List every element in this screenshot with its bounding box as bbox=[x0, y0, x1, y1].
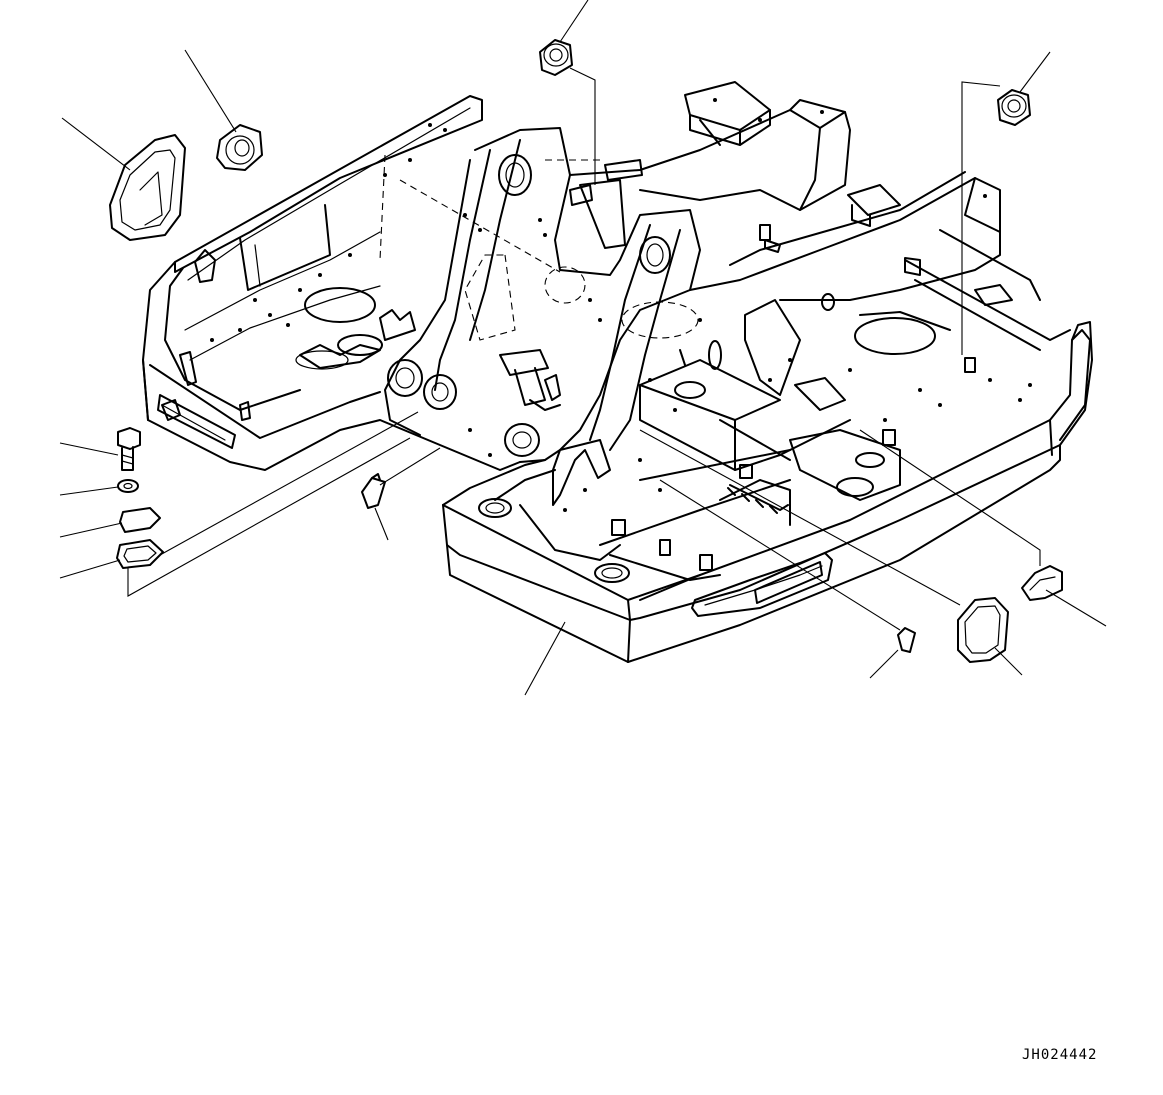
counterweight-frame bbox=[443, 322, 1092, 662]
grommet-right-lower bbox=[640, 430, 1022, 675]
cover-plate bbox=[60, 508, 160, 537]
clip-left bbox=[362, 448, 440, 540]
washer bbox=[60, 480, 138, 495]
counterweight-leader bbox=[525, 622, 565, 695]
cap-right bbox=[860, 430, 1106, 626]
grommet-left-rear bbox=[62, 118, 185, 240]
grommet-left-upper bbox=[185, 50, 262, 170]
revolving-frame bbox=[143, 82, 1070, 580]
plug-top-right bbox=[962, 52, 1050, 355]
gasket bbox=[60, 412, 418, 596]
plug-top-center bbox=[540, 0, 595, 185]
clip-right bbox=[660, 480, 915, 678]
deck-holes bbox=[210, 98, 1032, 512]
drawing-id-code: JH024442 bbox=[1022, 1047, 1098, 1063]
bolt bbox=[60, 428, 140, 470]
